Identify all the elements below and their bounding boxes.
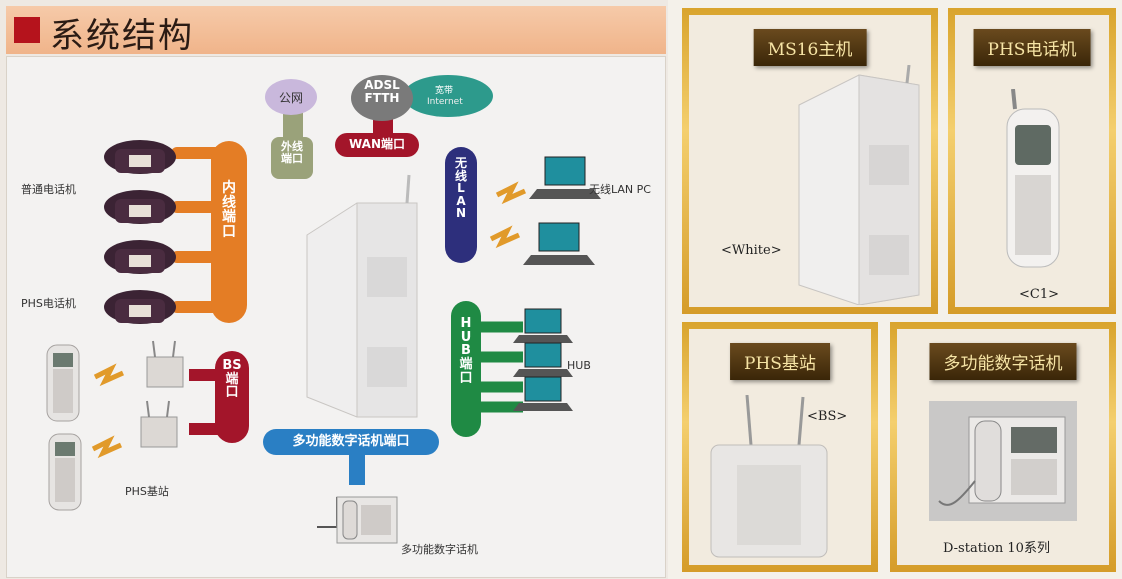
adsl-node	[351, 75, 413, 121]
card-phs-base: PHS基站 <BS>	[682, 322, 878, 572]
internet-node	[403, 75, 493, 117]
bs-port	[215, 351, 249, 443]
diagram-canvas	[46, 109, 601, 544]
wireless-pc-label: 无线LAN PC	[589, 183, 651, 196]
hub-port	[451, 301, 481, 437]
card-phs-base-caption: <BS>	[807, 409, 848, 424]
card-phs-phone-caption: <C1>	[1019, 287, 1060, 302]
card-digital-phone: 多功能数字话机 D-station 10系列	[890, 322, 1116, 572]
wan-port-label: WAN端口	[348, 137, 406, 151]
title-marker-icon	[14, 17, 40, 43]
wireless-lan-port	[445, 147, 477, 263]
digital-phone-icon	[317, 496, 398, 544]
bs-port-label: BS 端 口	[222, 358, 242, 401]
outer-port-stem	[283, 112, 303, 142]
outer-port-label: 外线 端口	[281, 140, 303, 165]
inner-line-port-label: 内 线 端 口	[222, 180, 236, 241]
main-unit-icon	[306, 174, 418, 418]
system-diagram: 公网 外线 端口 宽带 Internet ADSL FTTH WAN端口 内 线…	[6, 56, 666, 578]
card-ms16: MS16主机 <White>	[682, 8, 938, 314]
card-ms16-caption: <White>	[721, 243, 782, 258]
ms16-unit-icon	[798, 65, 920, 305]
system-structure-panel: 系统结构	[6, 6, 666, 578]
phs-handset-icon	[46, 344, 82, 511]
card-digital-phone-caption: D-station 10系列	[943, 541, 1050, 556]
internet-label: Internet	[427, 97, 463, 107]
page-title: 系统结构	[50, 16, 194, 56]
card-ms16-title: MS16主机	[753, 29, 867, 66]
wireless-signal-icon	[91, 181, 527, 459]
digital-phone-device-icon	[938, 416, 1066, 506]
title-bar	[6, 6, 666, 54]
wireless-lan-port-label: 无 线 L A N	[454, 156, 467, 221]
digital-phone-port-label: 多功能数字话机端口	[292, 434, 410, 449]
ordinary-phone-icon	[104, 140, 176, 324]
phs-base-label: PHS基站	[125, 485, 169, 498]
digital-port-stem	[349, 455, 365, 485]
card-phs-phone: PHS电话机 <C1>	[948, 8, 1116, 314]
inner-line-port	[211, 141, 247, 323]
phs-phone-device-icon	[1006, 89, 1060, 268]
ordinary-phone-label: 普通电话机	[21, 183, 76, 196]
phs-base-device-icon	[710, 395, 828, 558]
digital-phone-port	[263, 429, 439, 455]
public-network-label: 公网	[279, 91, 304, 105]
broadband-label: 宽带	[435, 86, 454, 96]
card-phs-base-title: PHS基站	[730, 343, 830, 380]
adsl-label: ADSL FTTH	[364, 78, 400, 105]
card-phs-phone-title: PHS电话机	[973, 29, 1091, 66]
phs-phone-label: PHS电话机	[21, 297, 76, 310]
digital-phone-photo	[929, 401, 1077, 521]
public-network-node	[265, 79, 317, 115]
phs-base-station-icon	[140, 340, 184, 448]
hub-label: HUB	[567, 359, 591, 372]
card-digital-phone-title: 多功能数字话机	[929, 343, 1077, 380]
laptop-icon	[513, 156, 601, 411]
wan-port	[335, 133, 419, 157]
hub-port-label: H U B 端 口	[459, 316, 473, 386]
digital-phone-label: 多功能数字话机	[401, 543, 478, 556]
outer-port	[271, 137, 313, 179]
